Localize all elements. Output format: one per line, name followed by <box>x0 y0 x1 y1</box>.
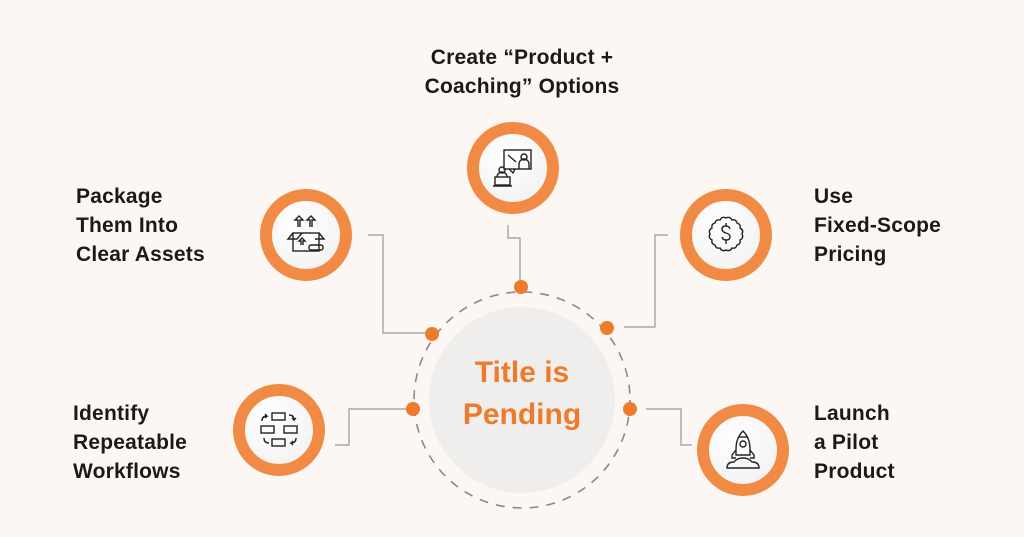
node-lower-left <box>233 384 325 476</box>
orbit-dot-upper-right <box>600 321 614 335</box>
node-upper-right <box>680 189 772 281</box>
orbit-dot-upper-left <box>425 327 439 341</box>
connector-upper-left <box>368 234 428 334</box>
connector-lower-right <box>646 408 692 446</box>
label-top: Create “Product + Coaching” Options <box>424 46 620 98</box>
orbit-dot-top <box>514 280 528 294</box>
center-circle <box>429 307 615 493</box>
center-title: Title is Pending <box>462 356 582 431</box>
connector-lower-left <box>335 408 408 446</box>
workflow-cycle-icon <box>260 412 298 447</box>
label-upper-left: Package Them Into Clear Assets <box>76 185 205 266</box>
label-lower-left: Identify Repeatable Workflows <box>73 402 188 483</box>
dashed-orbit <box>413 291 631 509</box>
label-lower-right: Launch a Pilot Product <box>814 402 895 483</box>
node-upper-left <box>260 189 352 281</box>
node-top <box>467 122 559 214</box>
connector-upper-right <box>624 234 668 328</box>
orbit-dot-lower-right <box>623 402 637 416</box>
connector-top <box>507 225 521 287</box>
package-box-icon <box>286 215 326 252</box>
rocket-icon <box>726 430 760 469</box>
dollar-badge-icon <box>708 216 744 252</box>
presentation-teaching-icon <box>493 149 532 187</box>
label-upper-right: Use Fixed-Scope Pricing <box>814 185 942 266</box>
orbit-dot-lower-left <box>406 402 420 416</box>
node-lower-right <box>697 404 789 496</box>
